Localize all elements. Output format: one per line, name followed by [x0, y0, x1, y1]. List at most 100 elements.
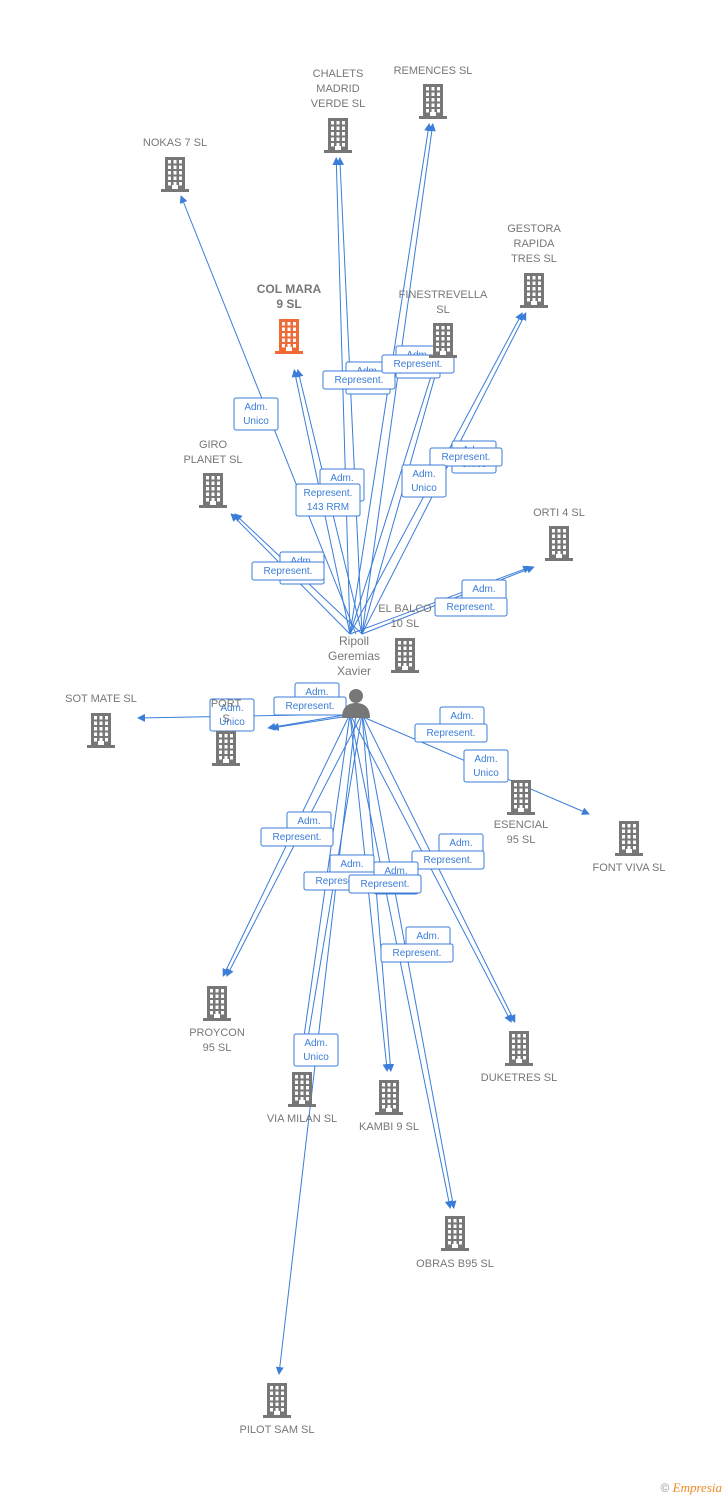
company-node-kambi9[interactable]: KAMBI 9 SL	[359, 1080, 419, 1133]
building-icon[interactable]	[375, 1080, 403, 1115]
company-node-duketres[interactable]: DUKETRES SL	[481, 1031, 557, 1084]
edge-tag-chalets-1[interactable]: Represent.	[322, 370, 396, 390]
building-icon[interactable]	[161, 157, 189, 192]
building-icon[interactable]	[87, 713, 115, 748]
company-node-pilotsam[interactable]: PILOT SAM SL	[240, 1383, 315, 1436]
company-node-proycon[interactable]: PROYCON 95 SL	[189, 986, 245, 1054]
company-label-remences[interactable]: REMENCES SL	[394, 65, 473, 77]
person-icon[interactable]	[342, 689, 370, 718]
company-label-colmara[interactable]: 9 SL	[276, 297, 301, 311]
edge-tag-colmara-1[interactable]: Represent.143 RRM	[295, 483, 361, 517]
company-label-gestora[interactable]: TRES SL	[511, 253, 557, 265]
company-node-giro[interactable]: GIRO PLANET SL	[183, 439, 243, 508]
company-node-orti4[interactable]: ORTI 4 SL	[533, 507, 585, 561]
building-icon[interactable]	[505, 1031, 533, 1066]
edge-tag-pilotsam-0[interactable]: Adm.Unico	[293, 1033, 339, 1067]
company-node-obrasb95[interactable]: OBRAS B95 SL	[416, 1216, 494, 1270]
edge-tag-duketres-1[interactable]: Represent.	[411, 850, 485, 870]
company-label-elbalcon[interactable]: EL BALCO	[378, 603, 432, 615]
edge-tag-proycon-1[interactable]: Represent.	[260, 827, 334, 847]
company-label-esencial[interactable]: ESENCIAL	[494, 819, 548, 831]
building-window	[517, 1056, 521, 1060]
building-window	[105, 732, 108, 736]
person-name-label[interactable]: Geremias	[328, 649, 380, 663]
edge-tag-obrasb95-1[interactable]: Represent.	[380, 943, 454, 963]
company-label-obrasb95[interactable]: OBRAS B95 SL	[416, 1258, 494, 1270]
building-icon[interactable]	[212, 731, 240, 766]
company-node-gestora[interactable]: GESTORA RAPIDA TRES SL	[507, 223, 561, 308]
building-icon[interactable]	[507, 780, 535, 815]
company-label-esencial[interactable]: 95 SL	[507, 834, 536, 846]
company-label-chalets[interactable]: VERDE SL	[311, 98, 365, 110]
company-node-viamilan[interactable]: VIA MILAN SL	[267, 1072, 337, 1125]
company-label-giro[interactable]: GIRO	[199, 439, 228, 451]
company-label-elbalcon[interactable]: 10 SL	[391, 618, 420, 630]
building-window	[300, 1075, 304, 1079]
edge-tag-giro-1[interactable]: Represent.	[251, 561, 325, 581]
company-node-chalets[interactable]: CHALETS MADRID VERDE SL	[311, 68, 365, 153]
edge-tag-finestrevella-0[interactable]: Adm.Unico	[401, 464, 447, 498]
company-label-proycon[interactable]: 95 SL	[203, 1042, 232, 1054]
company-label-port[interactable]: PORT	[211, 698, 242, 710]
company-label-sotmate[interactable]: SOT MATE SL	[65, 693, 137, 705]
company-node-elbalcon[interactable]: EL BALCO 10 SL	[378, 603, 432, 673]
company-label-orti4[interactable]: ORTI 4 SL	[533, 507, 585, 519]
building-icon[interactable]	[419, 84, 447, 119]
building-base	[212, 763, 240, 766]
company-node-sotmate[interactable]: SOT MATE SL	[65, 693, 137, 748]
company-label-viamilan[interactable]: VIA MILAN SL	[267, 1113, 337, 1125]
building-window	[512, 1050, 515, 1054]
building-window	[270, 1386, 273, 1390]
building-icon[interactable]	[275, 319, 303, 354]
edge-tag-finestrevella-1[interactable]: Represent.	[381, 354, 455, 374]
building-icon[interactable]	[429, 323, 457, 358]
edge-tag-port-1[interactable]: Represent.	[273, 696, 347, 716]
brand-logo-text[interactable]: Empresia	[672, 1480, 722, 1495]
edge-tag-esencial-1[interactable]: Represent.	[414, 723, 488, 743]
person-name-label[interactable]: Ripoll	[339, 634, 369, 648]
company-label-proycon[interactable]: PROYCON	[189, 1027, 245, 1039]
edge-tag-orti4-1[interactable]: Represent.	[434, 597, 508, 617]
building-icon[interactable]	[441, 1216, 469, 1251]
company-node-nokas7[interactable]: NOKAS 7 SL	[143, 137, 207, 192]
edge-tag-sotmate-0[interactable]: Adm.Unico	[209, 698, 255, 732]
company-node-esencial[interactable]: ESENCIAL 95 SL	[494, 780, 548, 846]
building-icon[interactable]	[203, 986, 231, 1021]
edge-tag-fontviva-0[interactable]: Adm.Unico	[463, 749, 509, 783]
company-node-finestrevella[interactable]: FINESTREVELLA SL	[399, 289, 488, 358]
building-icon[interactable]	[288, 1072, 316, 1107]
company-label-giro[interactable]: PLANET SL	[183, 454, 242, 466]
company-label-kambi9[interactable]: KAMBI 9 SL	[359, 1121, 419, 1133]
company-node-port[interactable]: PORT S	[211, 698, 242, 766]
company-label-chalets[interactable]: CHALETS	[313, 68, 364, 80]
building-icon[interactable]	[199, 473, 227, 508]
person-name-label[interactable]: Xavier	[337, 664, 371, 678]
company-label-pilotsam[interactable]: PILOT SAM SL	[240, 1424, 315, 1436]
building-icon[interactable]	[391, 638, 419, 673]
company-label-finestrevella[interactable]: SL	[436, 304, 449, 316]
edge-tag-nokas7-0[interactable]: Adm.Unico	[233, 397, 279, 431]
company-label-finestrevella[interactable]: FINESTREVELLA	[399, 289, 488, 301]
building-window	[436, 337, 439, 341]
company-label-port[interactable]: S	[222, 713, 229, 725]
building-icon[interactable]	[263, 1383, 291, 1418]
building-icon[interactable]	[545, 526, 573, 561]
company-label-duketres[interactable]: DUKETRES SL	[481, 1072, 557, 1084]
company-label-gestora[interactable]: RAPIDA	[514, 238, 556, 250]
building-window	[293, 344, 296, 348]
building-icon[interactable]	[615, 821, 643, 856]
company-label-chalets[interactable]: MADRID	[316, 83, 359, 95]
building-icon[interactable]	[324, 118, 352, 153]
edge-tag-gestora-1[interactable]: Represent.	[429, 447, 503, 467]
company-label-gestora[interactable]: GESTORA	[507, 223, 561, 235]
building-icon[interactable]	[520, 273, 548, 308]
company-label-nokas7[interactable]: NOKAS 7 SL	[143, 137, 207, 149]
company-label-fontviva[interactable]: FONT VIVA SL	[593, 862, 666, 874]
company-label-colmara[interactable]: COL MARA	[257, 282, 322, 296]
edge-tag-kambi9-1[interactable]: Represent.	[348, 874, 422, 894]
company-node-fontviva[interactable]: FONT VIVA SL	[593, 821, 666, 874]
building-window	[532, 276, 536, 280]
company-node-remences[interactable]: REMENCES SL	[394, 65, 473, 119]
